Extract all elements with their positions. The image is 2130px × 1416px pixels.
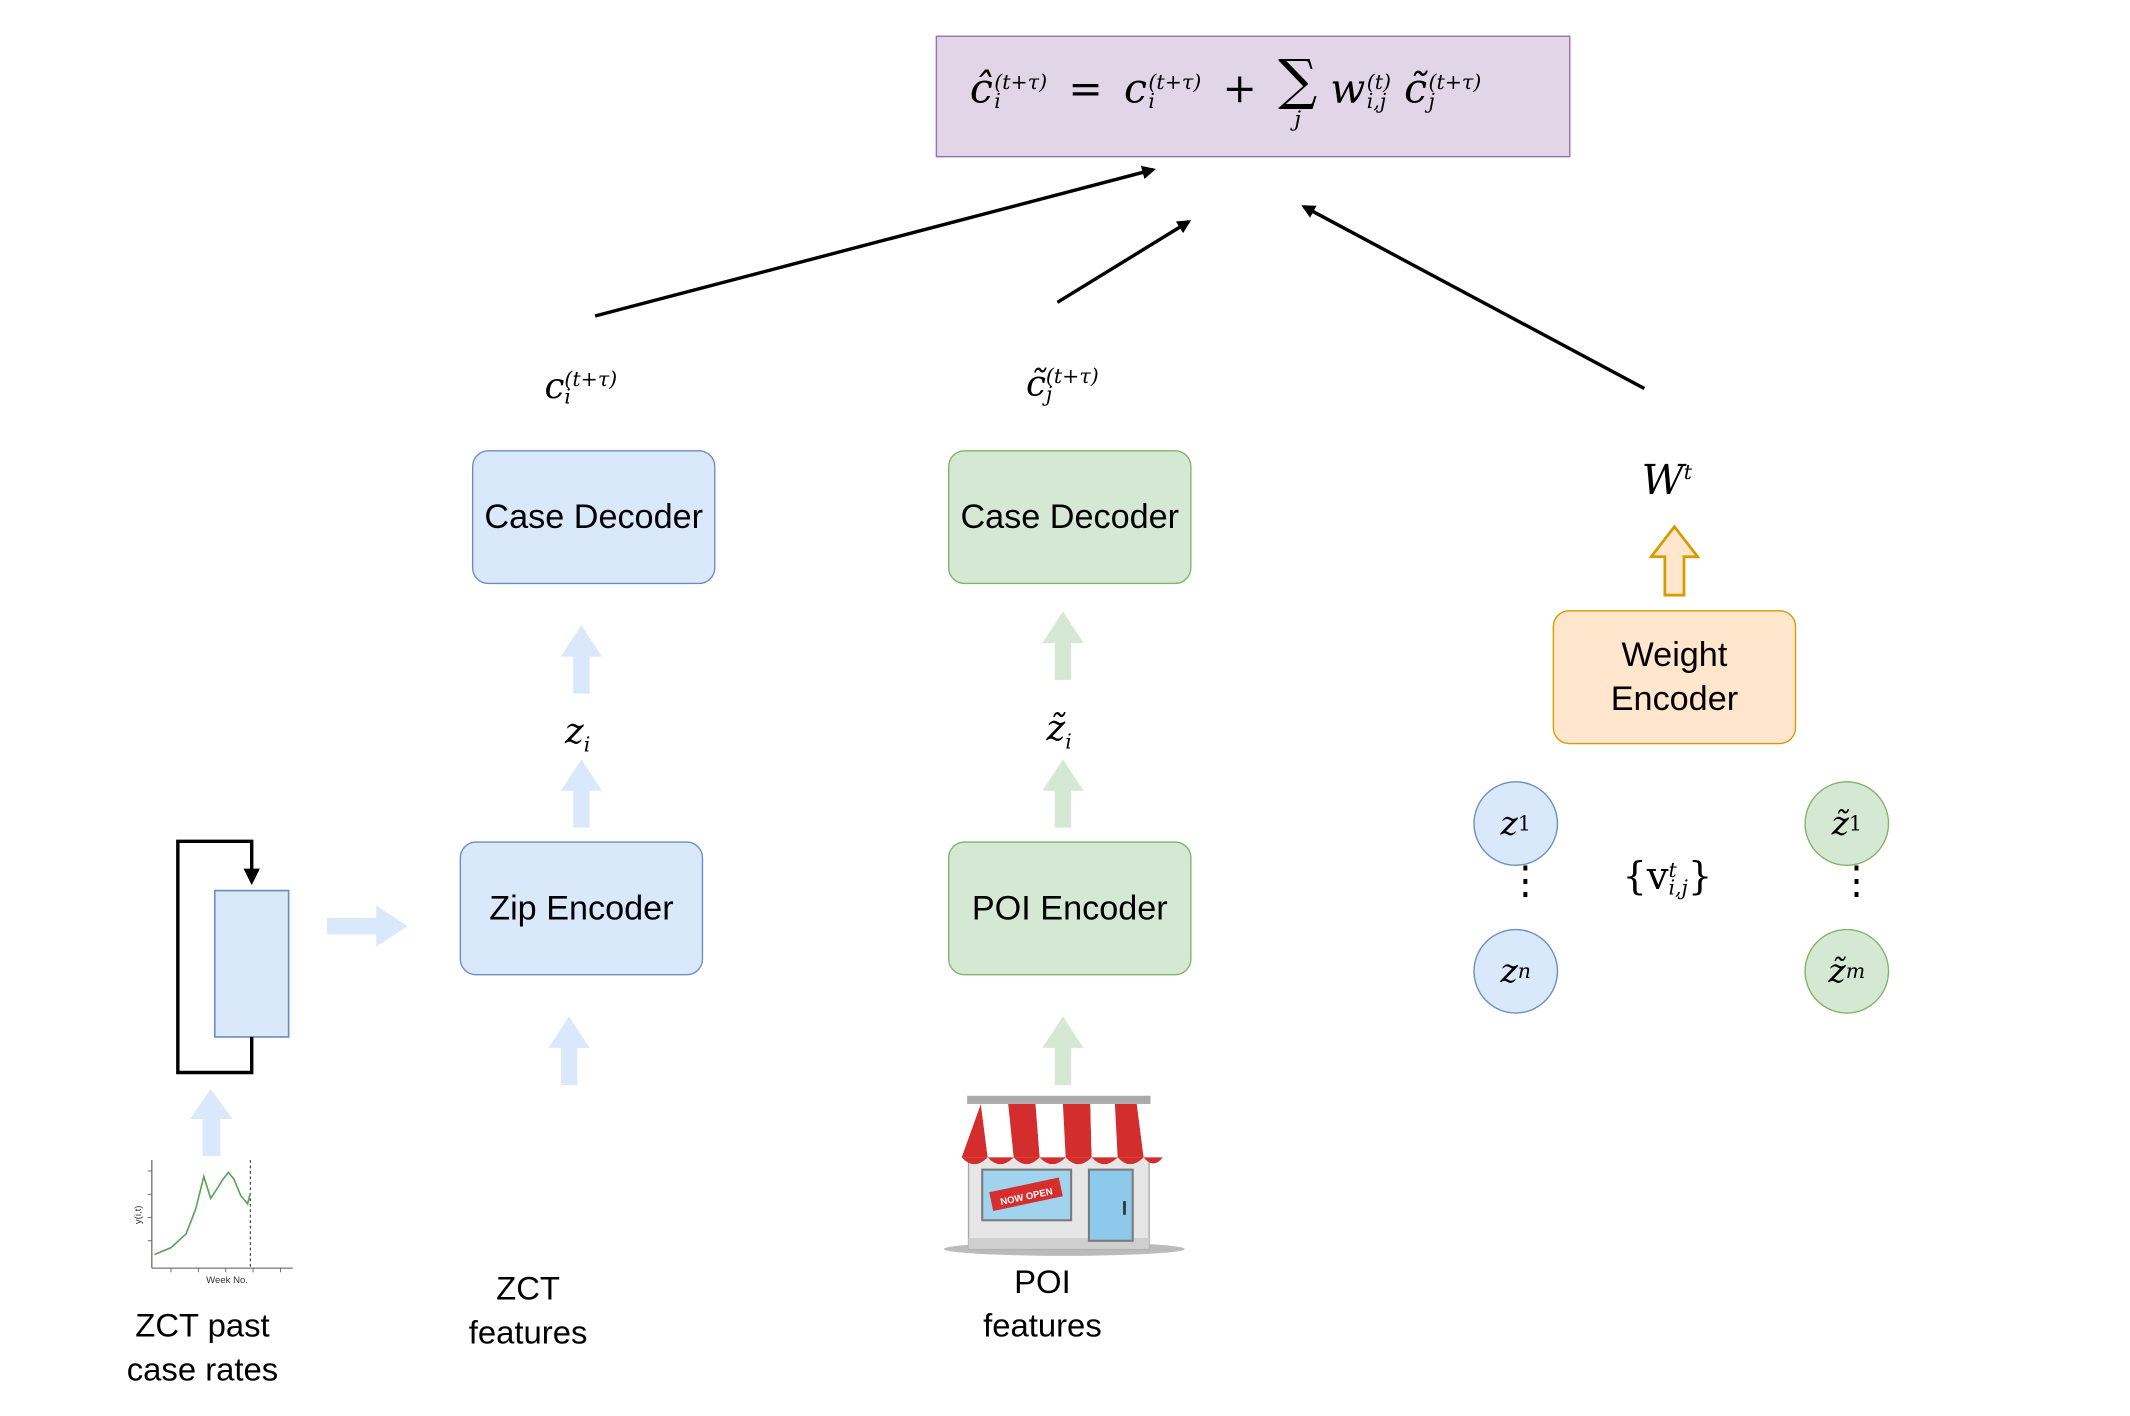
node-ztm-letter: z̃ xyxy=(1828,952,1846,991)
formula-sum-symbol: ∑ xyxy=(1278,49,1318,113)
formula-ctilde: c̃ xyxy=(1404,65,1428,114)
poi-encoder: POI Encoder xyxy=(948,841,1192,976)
formula-lhs-sub: i xyxy=(994,88,1001,114)
formula-c-sup: (t+τ) xyxy=(1148,69,1202,95)
formula-lhs: ĉ xyxy=(969,65,993,114)
formula-c-sub: i xyxy=(1148,88,1155,114)
store-icon: NOW OPEN xyxy=(943,1095,1185,1256)
block-arrow-up-2 xyxy=(560,759,602,828)
edge-set-open: {v xyxy=(1622,853,1669,899)
thumbnail-xlabel: Week No. xyxy=(206,1275,248,1286)
latent-zi-symbol: zi xyxy=(565,711,590,756)
node-ztm: z̃m xyxy=(1804,928,1890,1014)
poi-features-label: POI features xyxy=(983,1264,1102,1345)
case-rate-thumbnail: Week No. y(i,t) xyxy=(133,1160,293,1286)
block-arrow-up-4 xyxy=(190,1088,233,1156)
edge-set-sup: t xyxy=(1668,857,1677,882)
formula-lhs-sup: (t+τ) xyxy=(994,69,1048,95)
node-zt1-letter: z̃ xyxy=(1831,804,1849,843)
zct-past-case-rates-label: ZCT past case rates xyxy=(126,1307,279,1389)
arrow-neighbor-case-to-formula xyxy=(1056,220,1192,304)
case-decoder-poi: Case Decoder xyxy=(948,450,1192,585)
prediction-formula: ĉ(t+τ)i = c(t+τ)i + ∑j w(t)i,j c̃(t+τ)j xyxy=(970,53,1481,130)
weights-sup: t xyxy=(1683,459,1693,485)
recurrent-loop-arrow xyxy=(176,839,260,1075)
ellipsis-left: ⋮ xyxy=(1506,857,1545,903)
ellipsis-right: ⋮ xyxy=(1837,857,1876,903)
zct-features-label: ZCT features xyxy=(468,1270,588,1352)
node-zt1: z̃1 xyxy=(1804,781,1890,866)
latent-zti-symbol: z̃i xyxy=(1047,709,1072,754)
node-ztm-sub: m xyxy=(1845,958,1866,984)
formula-c: c xyxy=(1124,65,1148,114)
block-arrow-right xyxy=(326,905,408,947)
latent-zi-letter: z xyxy=(564,711,584,753)
output-neighbor-case-sub: j xyxy=(1045,381,1053,407)
output-neighbor-case-sup: (t+τ) xyxy=(1045,363,1099,389)
formula-w: w xyxy=(1330,65,1366,114)
formula-ctilde-sup: (t+τ) xyxy=(1428,69,1482,95)
output-case-letter: c xyxy=(544,366,565,408)
node-z1-sub: 1 xyxy=(1517,811,1531,836)
case-decoder-zip: Case Decoder xyxy=(471,450,716,585)
node-z1-letter: z xyxy=(1500,804,1518,843)
output-case-symbol: c(t+τ)i xyxy=(544,367,617,408)
arrow-weights-to-formula xyxy=(1301,205,1646,391)
thumbnail-ylabel: y(i,t) xyxy=(133,1205,144,1224)
node-zn-letter: z xyxy=(1500,952,1518,991)
prediction-formula-box: ĉ(t+τ)i = c(t+τ)i + ∑j w(t)i,j c̃(t+τ)j xyxy=(935,35,1571,158)
formula-plus: + xyxy=(1222,65,1257,114)
edge-set-close: } xyxy=(1687,853,1713,899)
output-case-sup: (t+τ) xyxy=(564,366,618,392)
arrow-case-to-formula xyxy=(594,165,1156,318)
recurrent-cell xyxy=(213,889,290,1038)
latent-zti-sub: i xyxy=(1065,729,1072,755)
blue-block-arrows xyxy=(190,625,602,1156)
output-case-sub: i xyxy=(564,384,571,410)
latent-zti-letter: z̃ xyxy=(1046,708,1066,750)
block-arrow-up-5 xyxy=(1042,611,1084,680)
formula-ctilde-sub: j xyxy=(1428,88,1435,114)
node-zt1-sub: 1 xyxy=(1848,811,1862,836)
weight-encoder: Weight Encoder xyxy=(1552,610,1797,745)
weights-symbol: Wt xyxy=(1642,457,1692,505)
formula-w-sup: (t) xyxy=(1366,69,1392,95)
formula-equals: = xyxy=(1068,65,1103,114)
block-arrow-up-6 xyxy=(1042,759,1084,828)
green-block-arrows xyxy=(1042,611,1084,1085)
block-arrow-up-7 xyxy=(1042,1016,1084,1085)
latent-zi-sub: i xyxy=(583,732,591,757)
output-neighbor-case-letter: c̃ xyxy=(1026,363,1046,405)
zip-encoder: Zip Encoder xyxy=(459,841,704,976)
formula-w-sub: i,j xyxy=(1366,88,1387,114)
edge-set-sub: i,j xyxy=(1668,874,1688,900)
block-arrow-up-3 xyxy=(548,1016,590,1085)
node-zn-sub: n xyxy=(1517,958,1532,984)
hollow-arrow-up xyxy=(1648,524,1701,597)
weights-letter: W xyxy=(1641,456,1684,505)
formula-sum-index: j xyxy=(1294,105,1302,132)
block-arrow-up-1 xyxy=(560,625,602,694)
output-neighbor-case-symbol: c̃(t+τ)j xyxy=(1026,364,1099,405)
